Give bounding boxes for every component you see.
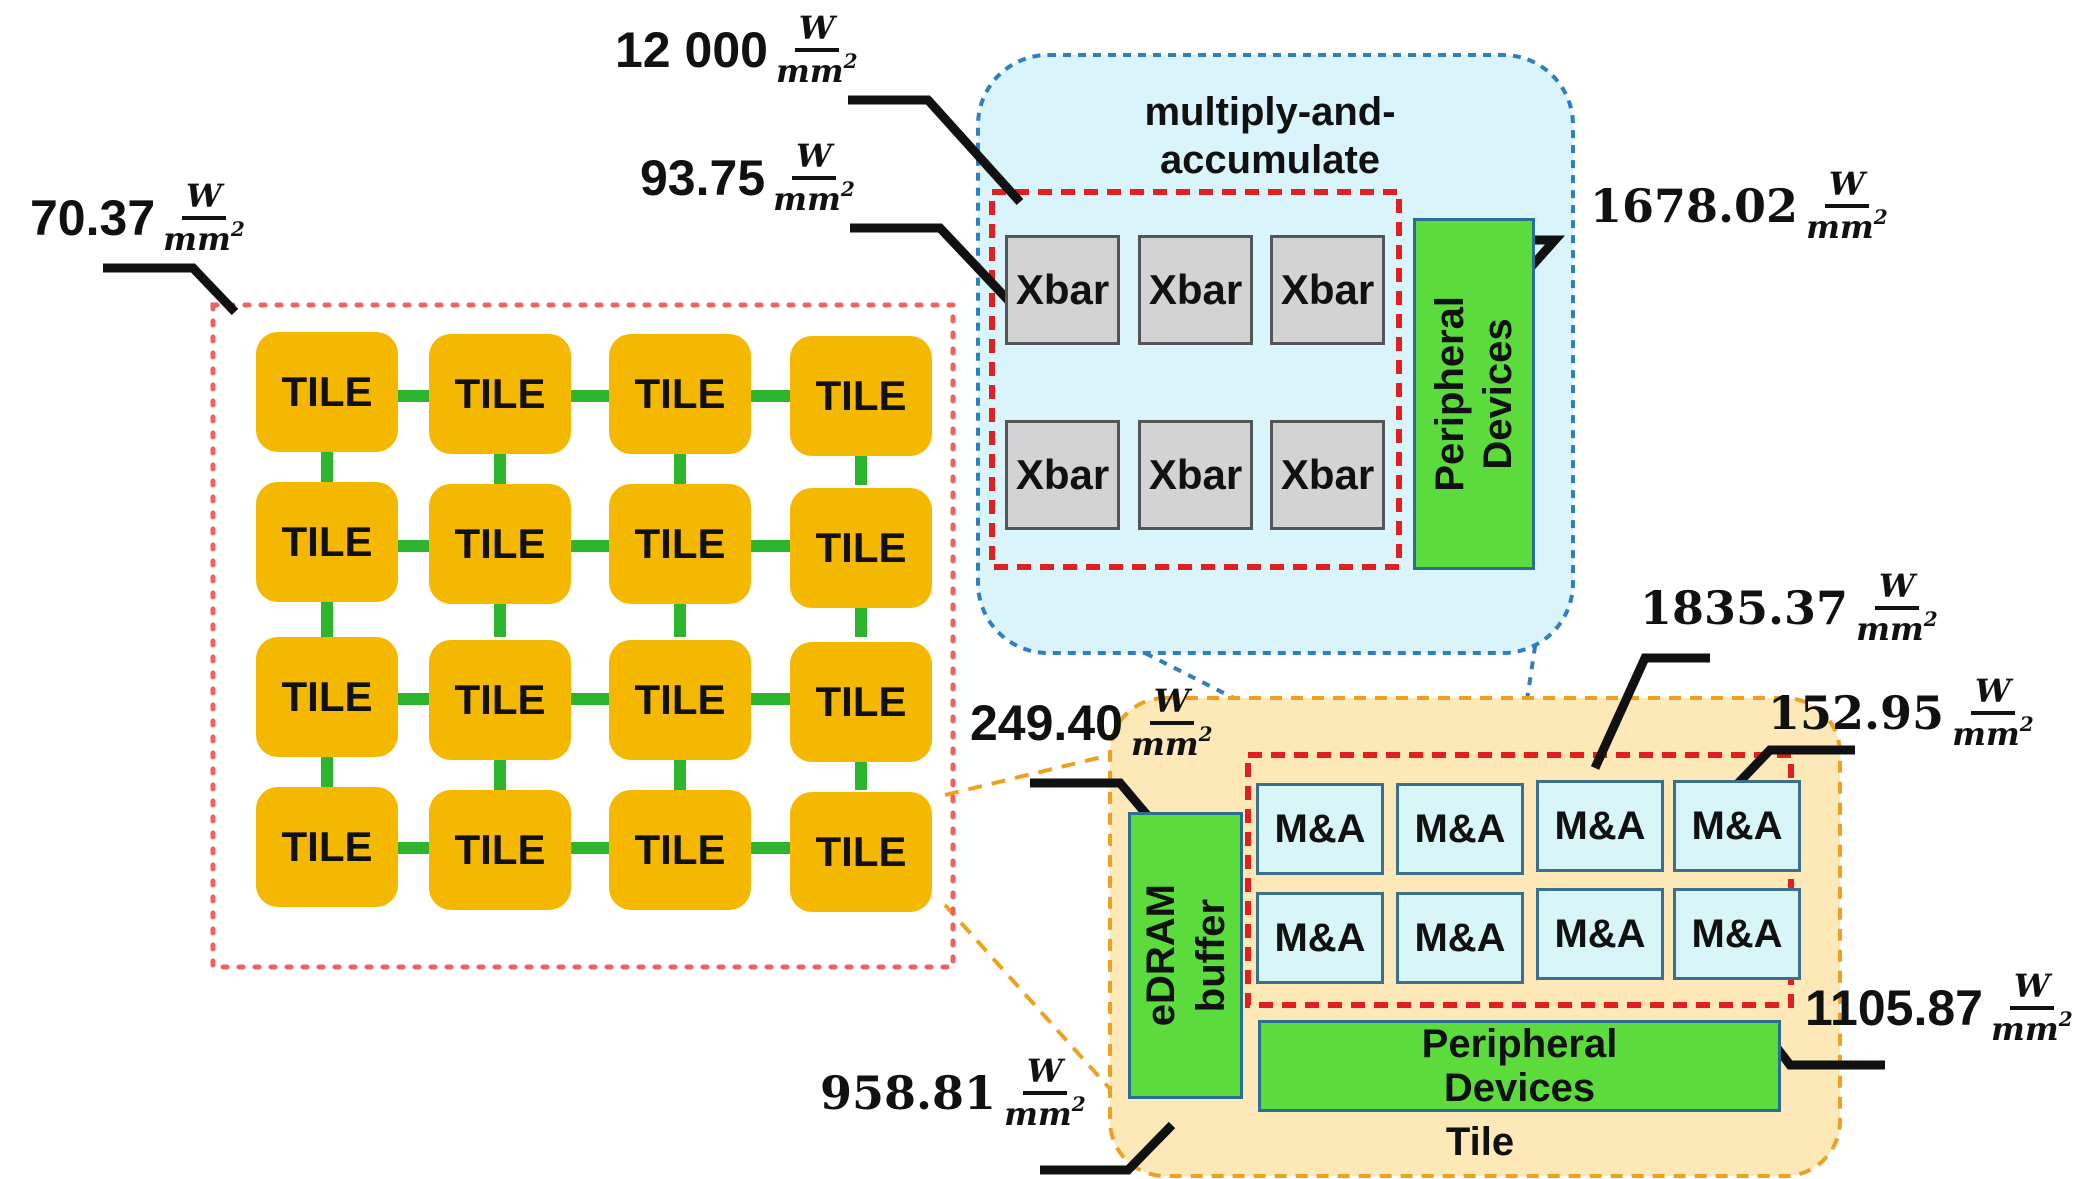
tile: TILE [609,640,751,760]
mac-peripheral-line1: Peripheral [1428,296,1472,492]
grid-link [565,693,610,705]
grid-link [745,540,790,552]
tile: TILE [790,488,932,608]
grid-link [565,540,610,552]
tile-grid-frame [210,302,956,970]
xbar: Xbar [1138,420,1253,530]
tile: TILE [790,642,932,762]
xbar: Xbar [1005,420,1120,530]
leader-12000 [848,95,1024,206]
tile: TILE [609,334,751,454]
leader-70-37 [103,263,239,316]
xbar: Xbar [1270,235,1385,345]
zoom-connector-bottom [943,903,1122,1102]
ma-unit: M&A [1256,892,1384,984]
edram-buffer: eDRAM buffer [1128,812,1243,1099]
tile: TILE [256,332,398,452]
tile: TILE [609,484,751,604]
mac-peripheral-line2: Devices [1476,318,1520,470]
tile: TILE [256,787,398,907]
leader-1835-37 [1590,653,1710,770]
grid-link [565,390,610,402]
tile-peripheral-line2: Devices [1443,1066,1596,1110]
tile: TILE [256,482,398,602]
grid-link [745,390,790,402]
leader-958-81 [1040,1121,1176,1175]
mac-title: multiply-and- accumulate [1110,88,1430,184]
mac-peripheral-devices: Peripheral Devices [1413,218,1535,570]
xbar: Xbar [1138,235,1253,345]
edram-line1: eDRAM [1138,884,1183,1027]
ma-unit: M&A [1536,888,1664,980]
grid-link [321,592,333,637]
ma-unit: M&A [1673,780,1801,872]
ma-unit: M&A [1673,888,1801,980]
ma-unit: M&A [1396,783,1524,875]
tile-peripheral-line1: Peripheral [1421,1022,1618,1066]
ma-unit: M&A [1396,892,1524,984]
tile: TILE [429,334,571,454]
tile: TILE [609,790,751,910]
mac-title-line2: accumulate [1159,138,1381,182]
tile: TILE [256,637,398,757]
ma-group-frame [1245,752,1794,1008]
ma-unit: M&A [1536,780,1664,872]
leader-93-75 [850,223,1029,322]
tile: TILE [429,640,571,760]
ma-unit: M&A [1256,783,1384,875]
tile: TILE [790,792,932,912]
grid-link [565,842,610,854]
edram-line2: buffer [1188,898,1233,1013]
tile: TILE [429,484,571,604]
xbar: Xbar [1270,420,1385,530]
tile-caption: Tile [1445,1120,1515,1164]
mac-title-line1: multiply-and- [1144,90,1396,134]
tile-peripheral-devices: Peripheral Devices [1258,1020,1781,1112]
tile: TILE [429,790,571,910]
grid-link [745,693,790,705]
grid-link [745,842,790,854]
zoom-connector-top [944,753,1111,797]
xbar: Xbar [1005,235,1120,345]
tile: TILE [790,336,932,456]
